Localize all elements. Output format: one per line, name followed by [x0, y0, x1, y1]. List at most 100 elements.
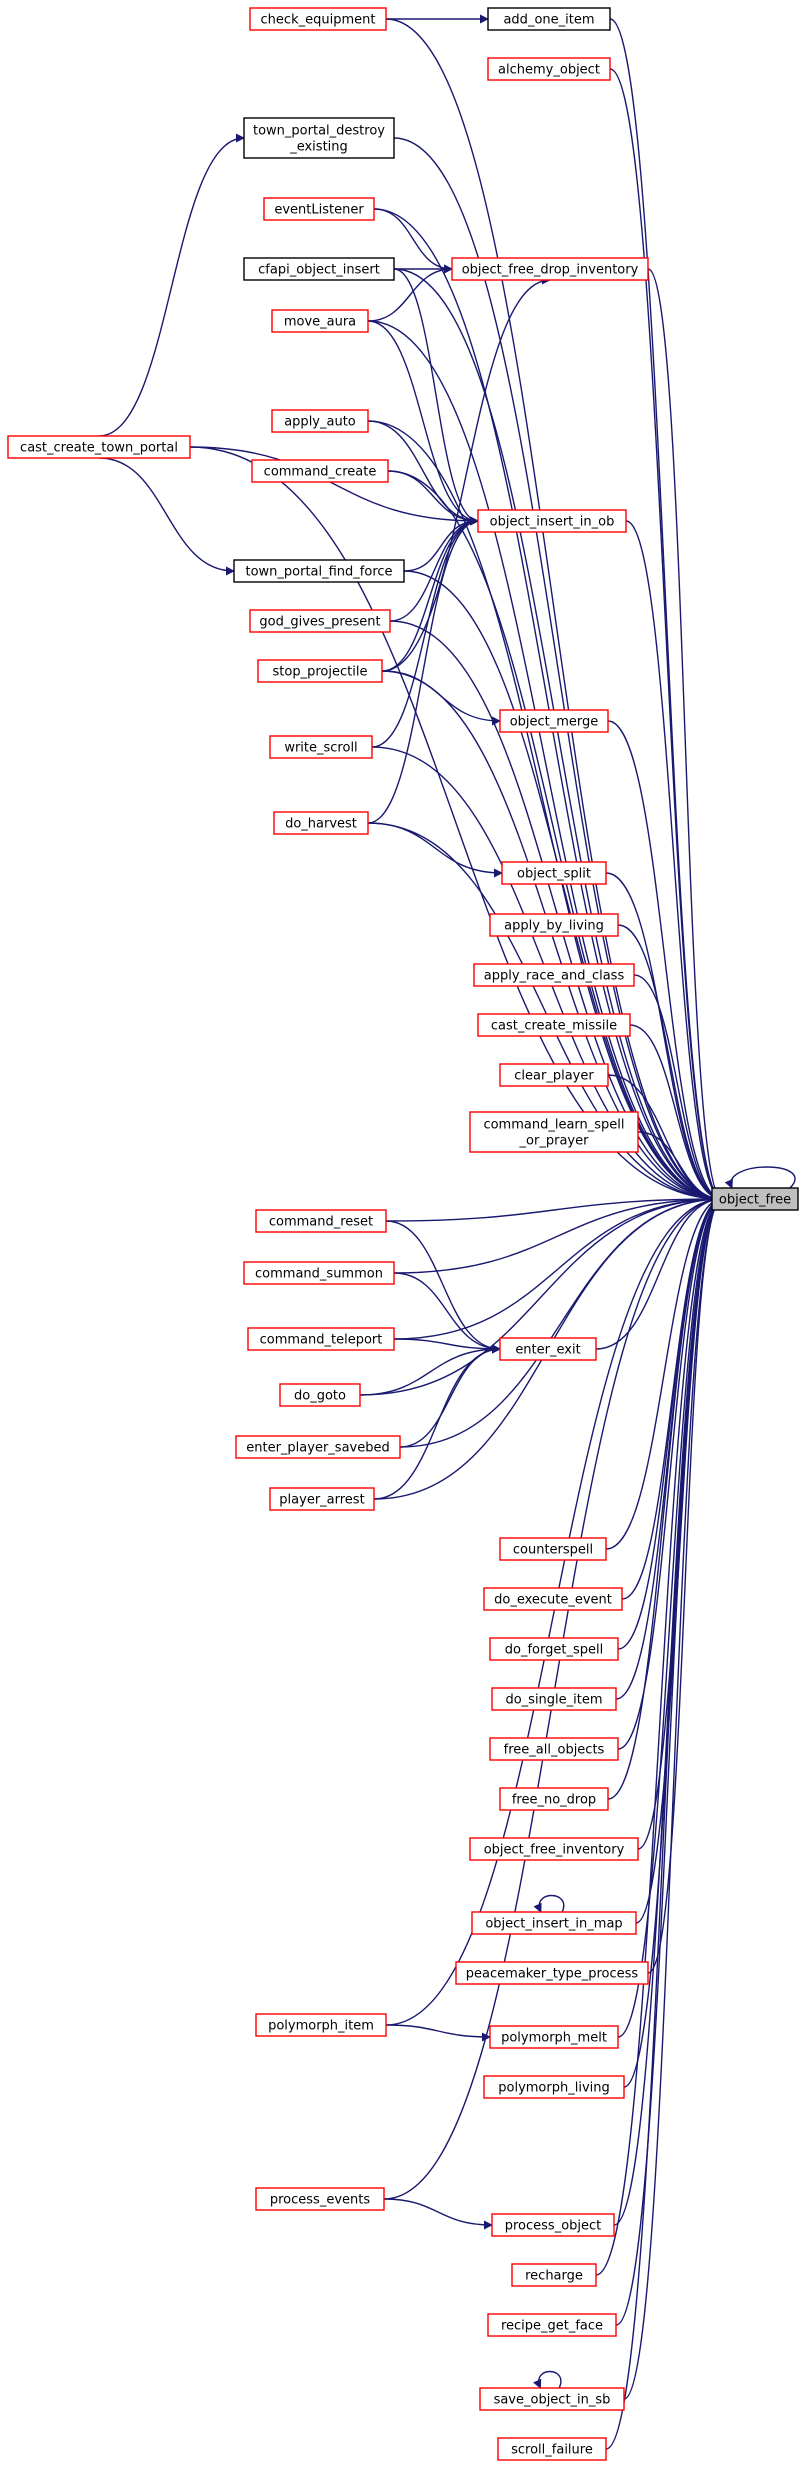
node-label-player_arrest: player_arrest	[279, 1493, 364, 1508]
node-clear_player[interactable]: clear_player	[499, 1063, 609, 1087]
node-enter_exit[interactable]: enter_exit	[499, 1337, 597, 1361]
node-do_single_item[interactable]: do_single_item	[491, 1687, 617, 1711]
node-command_create[interactable]: command_create	[251, 459, 389, 483]
edge-command_create-to-object_insert_in_ob	[387, 470, 479, 526]
edge-object_merge-to-object_free	[607, 720, 723, 1204]
node-object_free_drop_inventory[interactable]: object_free_drop_inventory	[451, 257, 649, 281]
edge-command_reset-to-enter_exit	[385, 1220, 501, 1354]
node-box-object_insert_in_ob	[477, 509, 627, 533]
node-label-alchemy_object: alchemy_object	[498, 63, 600, 78]
edge-do_harvest-to-object_free	[367, 822, 723, 1204]
node-write_scroll[interactable]: write_scroll	[269, 735, 373, 759]
node-counterspell[interactable]: counterspell	[499, 1537, 607, 1561]
node-add_one_item[interactable]: add_one_item	[487, 7, 611, 31]
node-cfapi_object_insert[interactable]: cfapi_object_insert	[243, 257, 395, 281]
node-object_free[interactable]: object_free	[711, 1187, 799, 1211]
edge-cast_create_town_portal-to-town_portal_destroy_existing	[98, 133, 245, 437]
edge-counterspell-to-object_free	[605, 1194, 723, 1550]
node-save_object_in_sb[interactable]: save_object_in_sb	[479, 2387, 625, 2411]
node-alchemy_object[interactable]: alchemy_object	[487, 57, 611, 81]
node-player_arrest[interactable]: player_arrest	[269, 1487, 375, 1511]
edge-town_portal_destroy_existing-to-object_free	[393, 137, 723, 1204]
node-object_free_inventory[interactable]: object_free_inventory	[469, 1837, 639, 1861]
node-do_harvest[interactable]: do_harvest	[273, 811, 369, 835]
node-label-object_split: object_split	[517, 867, 591, 882]
edge-stop_projectile-to-object_free_drop_inventory	[381, 275, 551, 672]
edge-polymorph_melt-to-object_free	[617, 1194, 723, 2038]
edge-do_execute_event-to-object_free	[621, 1194, 723, 1600]
node-free_all_objects[interactable]: free_all_objects	[489, 1737, 619, 1761]
node-move_aura[interactable]: move_aura	[271, 309, 369, 333]
edge-do_goto-to-object_free	[359, 1194, 723, 1396]
node-box-peacemaker_type_process	[455, 1961, 649, 1985]
edge-object_insert_in_ob-to-object_free	[625, 520, 723, 1204]
node-object_insert_in_map[interactable]: object_insert_in_map	[471, 1911, 637, 1935]
node-object_merge[interactable]: object_merge	[499, 709, 609, 733]
node-do_execute_event[interactable]: do_execute_event	[483, 1587, 623, 1611]
node-label-enter_player_savebed: enter_player_savebed	[246, 1441, 389, 1456]
node-enter_player_savebed[interactable]: enter_player_savebed	[235, 1435, 401, 1459]
node-box-move_aura	[271, 309, 369, 333]
node-command_teleport[interactable]: command_teleport	[247, 1327, 395, 1351]
node-town_portal_destroy_existing[interactable]: town_portal_destroy_existing	[243, 117, 395, 159]
edge-move_aura-to-object_insert_in_ob	[367, 320, 479, 526]
node-box-command_summon	[243, 1261, 395, 1285]
node-do_forget_spell[interactable]: do_forget_spell	[489, 1637, 619, 1661]
node-label-command_create: command_create	[264, 465, 377, 480]
node-process_events[interactable]: process_events	[255, 2187, 385, 2211]
node-box-do_forget_spell	[489, 1637, 619, 1661]
node-box-do_execute_event	[483, 1587, 623, 1611]
node-peacemaker_type_process[interactable]: peacemaker_type_process	[455, 1961, 649, 1985]
edge-command_reset-to-object_free	[385, 1194, 723, 1222]
node-box-town_portal_destroy_existing	[243, 117, 395, 159]
edge-command_teleport-to-object_free	[393, 1194, 723, 1340]
node-box-object_insert_in_map	[471, 1911, 637, 1935]
node-box-cast_create_missile	[477, 1013, 631, 1037]
node-apply_race_and_class[interactable]: apply_race_and_class	[473, 963, 635, 987]
edge-stop_projectile-to-object_merge	[381, 670, 501, 726]
node-recipe_get_face[interactable]: recipe_get_face	[487, 2313, 617, 2337]
node-eventListener[interactable]: eventListener	[263, 197, 375, 221]
node-box-object_free_drop_inventory	[451, 257, 649, 281]
node-box-command_learn_spell_or_prayer	[469, 1111, 639, 1153]
node-box-object_free	[711, 1187, 799, 1211]
node-box-save_object_in_sb	[479, 2387, 625, 2411]
node-command_reset[interactable]: command_reset	[255, 1209, 387, 1233]
node-polymorph_living[interactable]: polymorph_living	[483, 2075, 625, 2099]
node-box-command_reset	[255, 1209, 387, 1233]
node-cast_create_town_portal[interactable]: cast_create_town_portal	[7, 435, 191, 459]
node-free_no_drop[interactable]: free_no_drop	[499, 1787, 609, 1811]
node-process_object[interactable]: process_object	[491, 2213, 615, 2237]
node-command_learn_spell_or_prayer[interactable]: command_learn_spell_or_prayer	[469, 1111, 639, 1153]
edge-town_portal_find_force-to-object_free	[403, 570, 723, 1204]
node-stop_projectile[interactable]: stop_projectile	[257, 659, 383, 683]
node-apply_by_living[interactable]: apply_by_living	[489, 913, 619, 937]
node-box-enter_player_savebed	[235, 1435, 401, 1459]
node-scroll_failure[interactable]: scroll_failure	[497, 2437, 607, 2461]
node-recharge[interactable]: recharge	[511, 2263, 597, 2287]
node-polymorph_melt[interactable]: polymorph_melt	[489, 2025, 619, 2049]
node-object_insert_in_ob[interactable]: object_insert_in_ob	[477, 509, 627, 533]
node-cast_create_missile[interactable]: cast_create_missile	[477, 1013, 631, 1037]
node-label-enter_exit: enter_exit	[515, 1343, 580, 1358]
node-label-counterspell: counterspell	[513, 1543, 593, 1558]
edge-move_aura-to-object_free_drop_inventory	[367, 264, 453, 322]
node-apply_auto[interactable]: apply_auto	[271, 409, 369, 433]
node-label-do_goto: do_goto	[294, 1389, 346, 1404]
node-object_split[interactable]: object_split	[501, 861, 607, 885]
edge-do_goto-to-enter_exit	[359, 1344, 501, 1396]
node-box-do_harvest	[273, 811, 369, 835]
node-check_equipment[interactable]: check_equipment	[249, 7, 387, 31]
node-town_portal_find_force[interactable]: town_portal_find_force	[233, 559, 405, 583]
node-box-object_split	[501, 861, 607, 885]
node-command_summon[interactable]: command_summon	[243, 1261, 395, 1285]
edge-apply_auto-to-object_insert_in_ob	[367, 420, 479, 526]
node-box-recharge	[511, 2263, 597, 2287]
node-box-command_teleport	[247, 1327, 395, 1351]
node-label-cast_create_town_portal: cast_create_town_portal	[20, 441, 178, 456]
node-box-stop_projectile	[257, 659, 383, 683]
node-god_gives_present[interactable]: god_gives_present	[249, 609, 391, 633]
node-do_goto[interactable]: do_goto	[279, 1383, 361, 1407]
node-box-free_all_objects	[489, 1737, 619, 1761]
node-polymorph_item[interactable]: polymorph_item	[255, 2013, 387, 2037]
